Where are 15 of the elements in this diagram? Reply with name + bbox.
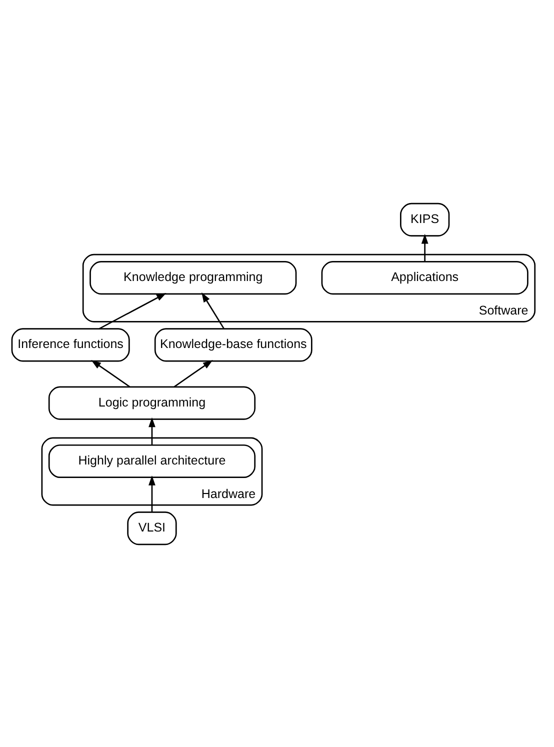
node-box: Knowledge programming: [90, 260, 297, 294]
node-box: KIPS: [400, 202, 450, 236]
arrow: [421, 233, 428, 262]
arrow: [99, 292, 166, 329]
arrow: [202, 292, 224, 328]
node-box: VLSI: [127, 511, 177, 545]
node-box: Applications: [321, 260, 528, 294]
node-box: Knowledge-base functions: [154, 328, 312, 362]
arrow: [91, 360, 130, 387]
node-box: Inference functions: [11, 328, 130, 362]
arrow: [174, 360, 213, 387]
node-box: Logic programming: [48, 386, 256, 420]
node-box: Highly parallel architecture: [48, 444, 256, 478]
arrow: [148, 474, 156, 512]
arrow: [148, 416, 156, 444]
